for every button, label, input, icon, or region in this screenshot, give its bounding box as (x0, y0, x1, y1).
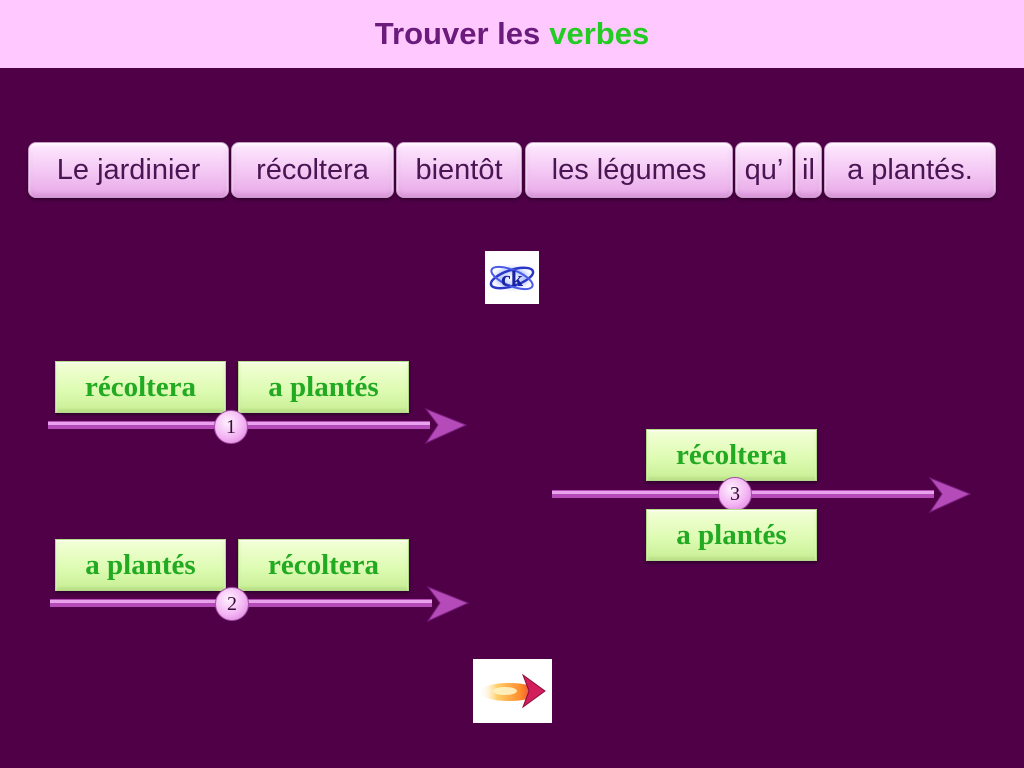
check-button[interactable]: ck (485, 251, 539, 304)
page-title: Trouver les verbes (0, 0, 1024, 68)
word-tile-recoltera[interactable]: récoltera (231, 142, 394, 198)
next-button[interactable] (473, 659, 552, 723)
option-1-card-1[interactable]: récoltera (55, 361, 226, 413)
word-tile-qu[interactable]: qu’ (735, 142, 793, 198)
word-tile-le-jardinier[interactable]: Le jardinier (28, 142, 229, 198)
word-tile-les-legumes[interactable]: les légumes (525, 142, 733, 198)
word-tile-il[interactable]: il (795, 142, 822, 198)
option-2-card-2[interactable]: récoltera (238, 539, 409, 591)
timeline-arrow-2 (50, 585, 470, 623)
title-prefix: Trouver les (374, 16, 541, 51)
timeline-arrow-1 (48, 407, 468, 445)
option-2-number-badge[interactable]: 2 (215, 587, 249, 621)
option-1-card-2[interactable]: a plantés (238, 361, 409, 413)
check-icon: ck (489, 262, 535, 293)
option-3-number-badge[interactable]: 3 (718, 477, 752, 511)
svg-text:ck: ck (501, 266, 524, 291)
title-highlight: verbes (549, 16, 650, 51)
option-2-card-1[interactable]: a plantés (55, 539, 226, 591)
option-3-card-2[interactable]: a plantés (646, 509, 817, 561)
word-tile-a-plantes[interactable]: a plantés. (824, 142, 996, 198)
next-arrow-icon (478, 673, 546, 709)
option-1-number-badge[interactable]: 1 (214, 410, 248, 444)
word-tile-bientot[interactable]: bientôt (396, 142, 522, 198)
